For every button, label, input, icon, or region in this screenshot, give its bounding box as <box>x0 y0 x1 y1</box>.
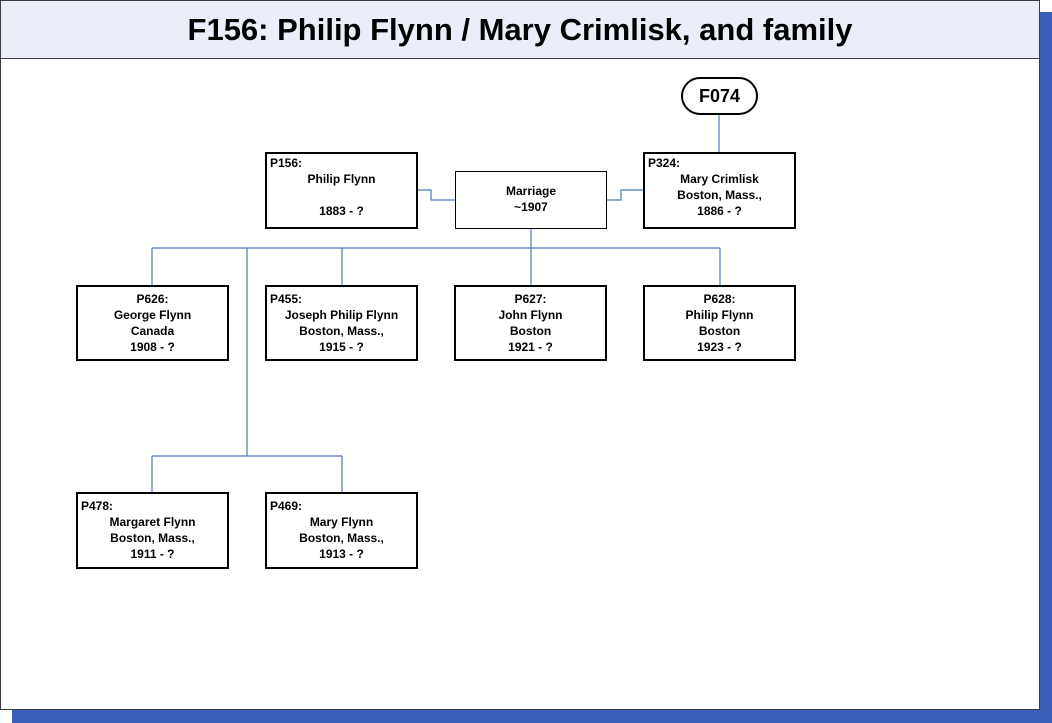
person-box-child[interactable]: P628: Philip Flynn Boston 1923 - ? <box>643 285 796 361</box>
person-name: Philip Flynn <box>307 172 376 186</box>
marriage-date: ~1907 <box>514 200 548 214</box>
person-id: P628: <box>703 292 736 306</box>
person-place: Boston <box>509 324 552 338</box>
person-dates: 1921 - ? <box>508 340 553 354</box>
person-id: P626: <box>136 292 169 306</box>
person-id: P324: <box>648 156 681 170</box>
person-place: Boston, Mass., <box>110 531 195 545</box>
person-dates: 1913 - ? <box>319 547 364 561</box>
chart-page: F156: Philip Flynn / Mary Crimlisk, and … <box>0 0 1040 710</box>
person-box-child[interactable]: P455: Joseph Philip Flynn Boston, Mass.,… <box>265 285 418 361</box>
husband-connector <box>417 189 456 201</box>
person-place <box>267 187 416 203</box>
person-box-husband[interactable]: P156: Philip Flynn 1883 - ? <box>265 152 418 229</box>
person-name: George Flynn <box>113 308 192 322</box>
person-id: P469: <box>270 499 303 513</box>
person-place: Boston, Mass., <box>299 531 384 545</box>
person-box-child[interactable]: P478: Margaret Flynn Boston, Mass., 1911… <box>76 492 229 569</box>
person-place: Boston, Mass., <box>677 188 762 202</box>
connector-lines <box>151 115 721 493</box>
person-id: P455: <box>270 292 303 306</box>
person-name: Joseph Philip Flynn <box>284 308 399 322</box>
person-dates: 1908 - ? <box>130 340 175 354</box>
person-id: P156: <box>270 156 303 170</box>
person-dates: 1923 - ? <box>697 340 742 354</box>
person-dates: 1883 - ? <box>319 204 364 218</box>
person-place: Boston <box>698 324 741 338</box>
person-id: P478: <box>81 499 114 513</box>
page-title: F156: Philip Flynn / Mary Crimlisk, and … <box>187 11 853 47</box>
person-id: P627: <box>514 292 547 306</box>
person-box-wife[interactable]: P324: Mary Crimlisk Boston, Mass., 1886 … <box>643 152 796 229</box>
title-bar: F156: Philip Flynn / Mary Crimlisk, and … <box>1 1 1039 59</box>
person-name: Philip Flynn <box>685 308 754 322</box>
person-box-child[interactable]: P627: John Flynn Boston 1921 - ? <box>454 285 607 361</box>
person-box-child[interactable]: P626: George Flynn Canada 1908 - ? <box>76 285 229 361</box>
person-name: Mary Crimlisk <box>680 172 759 186</box>
person-dates: 1886 - ? <box>697 204 742 218</box>
person-name: Margaret Flynn <box>109 515 196 529</box>
marriage-box[interactable]: Marriage ~1907 <box>455 171 607 229</box>
person-name: John Flynn <box>498 308 563 322</box>
parent-family-ref[interactable]: F074 <box>681 77 758 115</box>
person-dates: 1911 - ? <box>130 547 175 561</box>
marriage-label: Marriage <box>505 184 557 198</box>
wife-connector <box>606 189 644 201</box>
person-name: Mary Flynn <box>309 515 374 529</box>
person-box-child[interactable]: P469: Mary Flynn Boston, Mass., 1913 - ? <box>265 492 418 569</box>
person-dates: 1915 - ? <box>319 340 364 354</box>
person-place: Boston, Mass., <box>299 324 384 338</box>
person-place: Canada <box>130 324 175 338</box>
